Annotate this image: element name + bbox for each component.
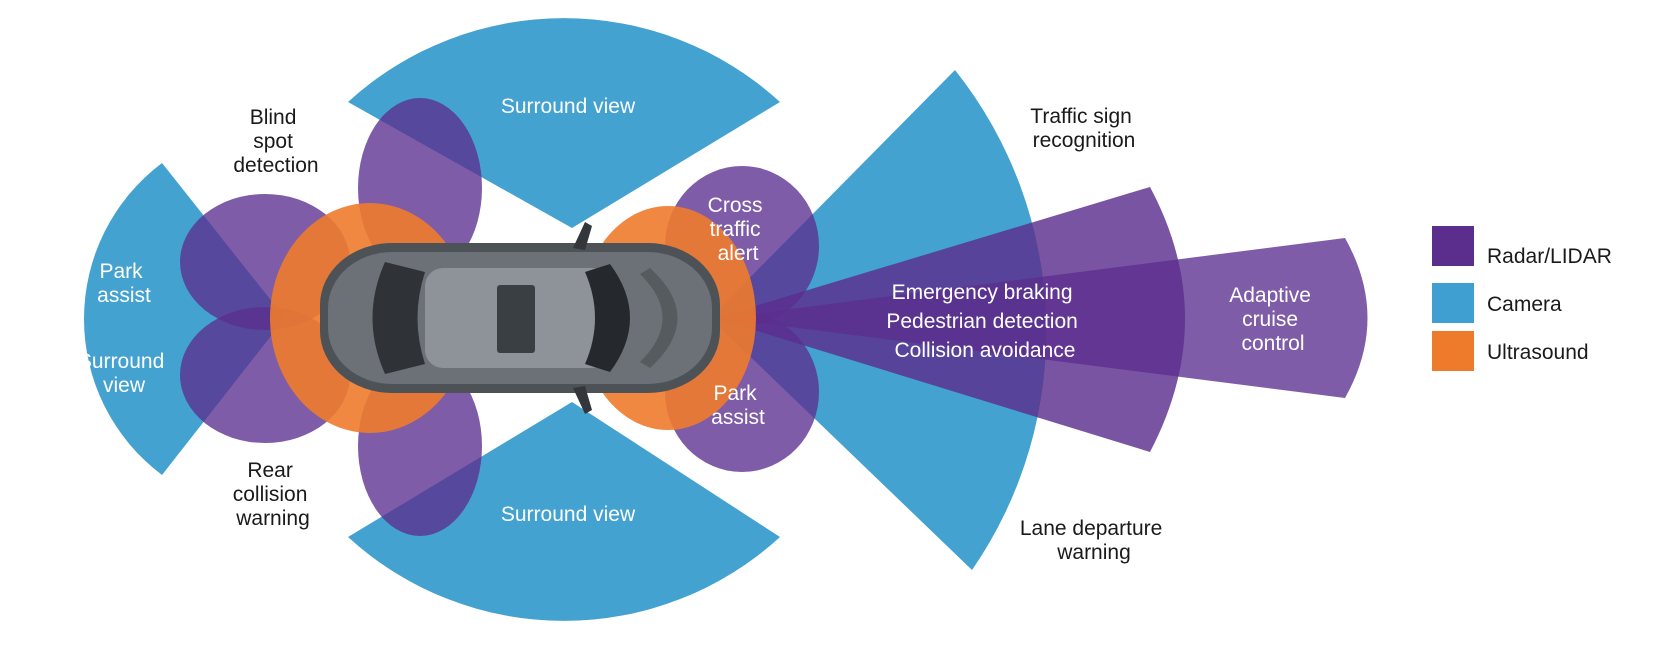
label-front-radar-functions: Emergency braking Pedestrian detection C…	[886, 281, 1083, 362]
car-sunroof	[497, 285, 535, 353]
car-mirror-bottom	[573, 386, 592, 414]
camera-zone-rear	[83, 163, 286, 475]
label-rear-collision-warning: Rear collision warning	[233, 459, 314, 530]
label-park-assist-rear: Park assist	[97, 260, 151, 307]
car-mirror-top	[573, 222, 592, 250]
legend: Radar/LIDAR Camera Ultrasound	[1432, 226, 1612, 371]
car-rear-window	[372, 262, 425, 374]
radar-zone-front	[715, 187, 1185, 452]
label-lane-departure-warning: Lane departure warning	[1020, 517, 1168, 564]
label-traffic-sign-recognition: Traffic sign recognition	[1030, 105, 1137, 152]
label-park-assist-front: Park assist	[711, 382, 765, 429]
legend-label-camera: Camera	[1487, 293, 1562, 316]
label-surround-view-bottom: Surround view	[501, 503, 636, 526]
legend-swatch-ultrasound	[1432, 331, 1474, 371]
label-surround-view-rear: Surround view	[78, 350, 170, 397]
legend-label-ultrasound: Ultrasound	[1487, 341, 1589, 364]
label-blind-spot-detection: Blind spot detection	[233, 106, 318, 177]
camera-zone-top	[348, 18, 780, 228]
legend-swatch-camera	[1432, 283, 1474, 323]
legend-swatch-radar	[1432, 226, 1474, 266]
camera-zone-bottom	[348, 402, 780, 621]
legend-label-radar: Radar/LIDAR	[1487, 245, 1612, 268]
label-cross-traffic-alert: Cross traffic alert	[708, 194, 769, 265]
car-windshield	[585, 264, 630, 372]
label-adaptive-cruise-control: Adaptive cruise control	[1229, 284, 1317, 355]
label-surround-view-top: Surround view	[501, 95, 636, 118]
car-top-view	[320, 222, 720, 414]
